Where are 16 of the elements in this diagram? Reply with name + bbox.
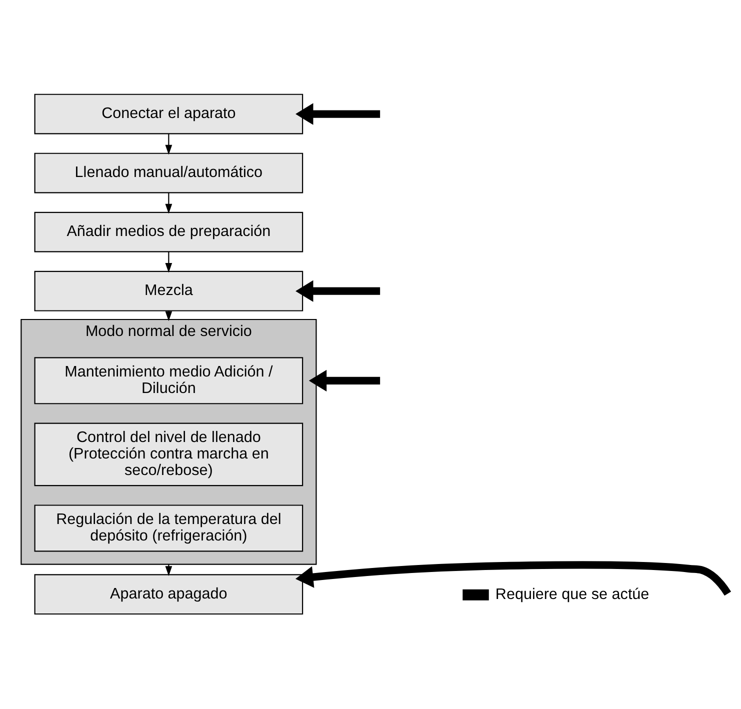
node-box: Regulación de la temperatura del depósito (refrigeración) (34, 504, 304, 552)
arrow (165, 310, 172, 321)
arrow (165, 133, 172, 154)
legend-label: Requiere que se actúe (495, 585, 650, 602)
node-box: Conectar el aparato (34, 93, 304, 134)
arrow (308, 369, 380, 392)
arrow (296, 102, 380, 124)
node-box: Llenado manual/automático (34, 152, 304, 193)
arrow (295, 560, 731, 596)
arrow (165, 192, 172, 214)
arrow (296, 280, 380, 302)
arrow (165, 251, 172, 272)
node-box: Control del nivel de llenado (Protección contra marcha en seco/rebose) (34, 422, 304, 486)
node-box: Añadir medios de preparación (34, 211, 304, 252)
node-box: Mantenimiento medio Adición / Dilución (34, 356, 304, 404)
node-box: Aparato apagado (34, 574, 304, 614)
